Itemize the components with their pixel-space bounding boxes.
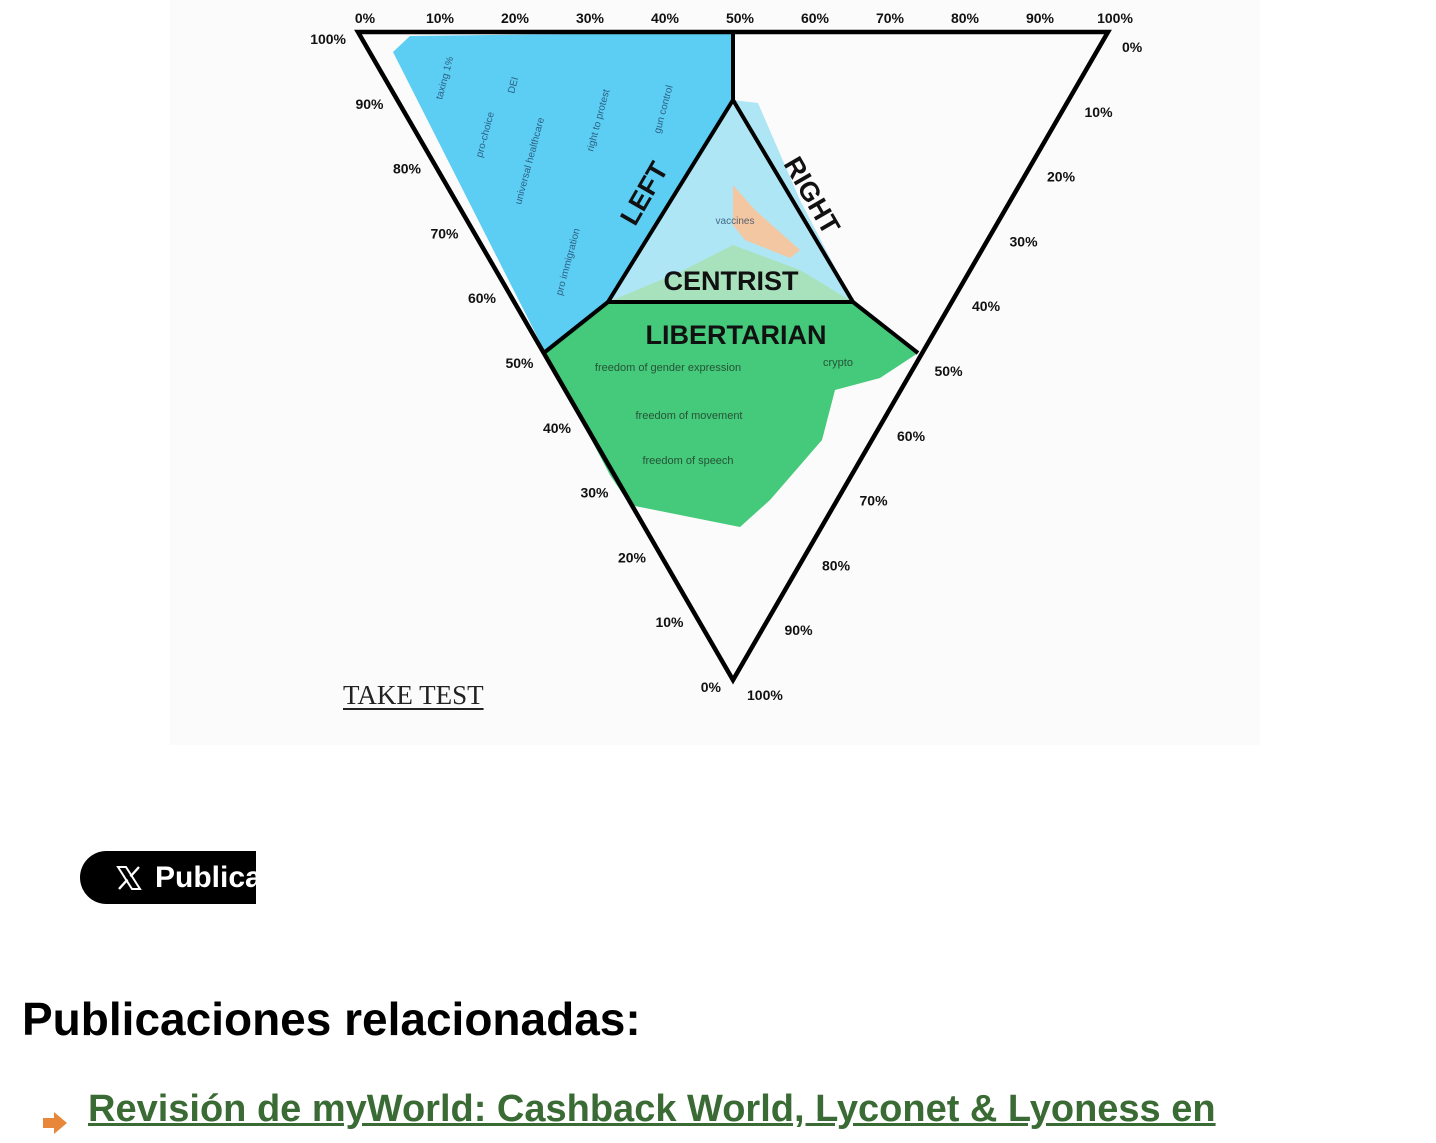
libertarian-label: LIBERTARIAN [646,320,827,350]
centrist-note: vaccines [716,216,755,227]
libertarian-note: crypto [823,357,853,369]
right-tick-label: 60% [897,428,926,444]
centrist-region-orange [733,185,800,258]
right-axis-ticks: 0% 10% 20% 30% 40% 50% 60% 70% 80% 90% 100% [747,39,1143,703]
top-tick-label: 30% [576,10,605,26]
libertarian-region-notes: freedom of gender expression crypto free… [595,357,853,467]
share-button-label: Publica [155,860,256,894]
libertarian-note: freedom of movement [636,410,743,422]
related-post-item: Revisión de myWorld: Cashback World, Lyc… [40,1088,1216,1138]
right-tick-label: 100% [747,687,783,703]
right-tick-label: 20% [1047,169,1076,185]
arrow-right-icon [40,1108,70,1138]
political-triangle-diagram: 0% 10% 20% 30% 40% 50% 60% 70% 80% 90% 100% 100% 90… [310,10,1143,703]
region-dividers [543,32,920,355]
left-tick-label: 10% [655,614,684,630]
right-tick-label: 80% [822,557,851,573]
top-tick-label: 60% [801,10,830,26]
left-tick-label: 100% [310,31,346,47]
libertarian-note: freedom of gender expression [595,362,741,374]
left-axis-ticks: 100% 90% 80% 70% 60% 50% 40% 30% 20% 10% 0% [310,31,721,695]
left-tick-label: 30% [580,485,609,501]
left-tick-label: 50% [505,355,534,371]
left-region [393,32,733,352]
centrist-label: CENTRIST [664,266,800,296]
outer-triangle [354,29,1112,685]
top-tick-label: 10% [426,10,455,26]
related-post-link[interactable]: Revisión de myWorld: Cashback World, Lyc… [88,1088,1216,1130]
x-logo-icon [115,863,143,893]
right-tick-label: 70% [860,493,889,509]
left-note: DEI [506,76,521,95]
top-tick-label: 90% [1026,10,1055,26]
right-tick-label: 90% [785,622,814,638]
right-tick-label: 10% [1085,104,1114,120]
left-tick-label: 80% [393,161,422,177]
top-tick-label: 0% [355,10,376,26]
libertarian-region [545,302,918,527]
top-tick-label: 80% [951,10,980,26]
left-tick-label: 40% [543,420,572,436]
top-tick-label: 40% [651,10,680,26]
top-tick-label: 20% [501,10,530,26]
top-tick-label: 70% [876,10,905,26]
left-tick-label: 0% [701,679,722,695]
x-share-button[interactable]: Publica [80,851,256,904]
left-tick-label: 70% [430,225,459,241]
related-posts-list: Revisión de myWorld: Cashback World, Lyc… [40,1088,1216,1138]
top-tick-label: 50% [726,10,755,26]
left-tick-label: 90% [355,96,384,112]
related-posts-heading: Publicaciones relacionadas: [22,993,641,1045]
top-axis-ticks: 0% 10% 20% 30% 40% 50% 60% 70% 80% 90% 100% [355,10,1134,26]
right-tick-label: 50% [935,363,964,379]
take-test-link[interactable]: TAKE TEST [343,680,484,710]
left-tick-label: 20% [618,549,647,565]
right-tick-label: 0% [1122,39,1143,55]
libertarian-note: freedom of speech [642,455,733,467]
right-tick-label: 40% [972,298,1001,314]
left-tick-label: 60% [468,290,497,306]
centrist-region-green [608,245,853,302]
top-tick-label: 100% [1097,10,1133,26]
right-tick-label: 30% [1010,233,1039,249]
